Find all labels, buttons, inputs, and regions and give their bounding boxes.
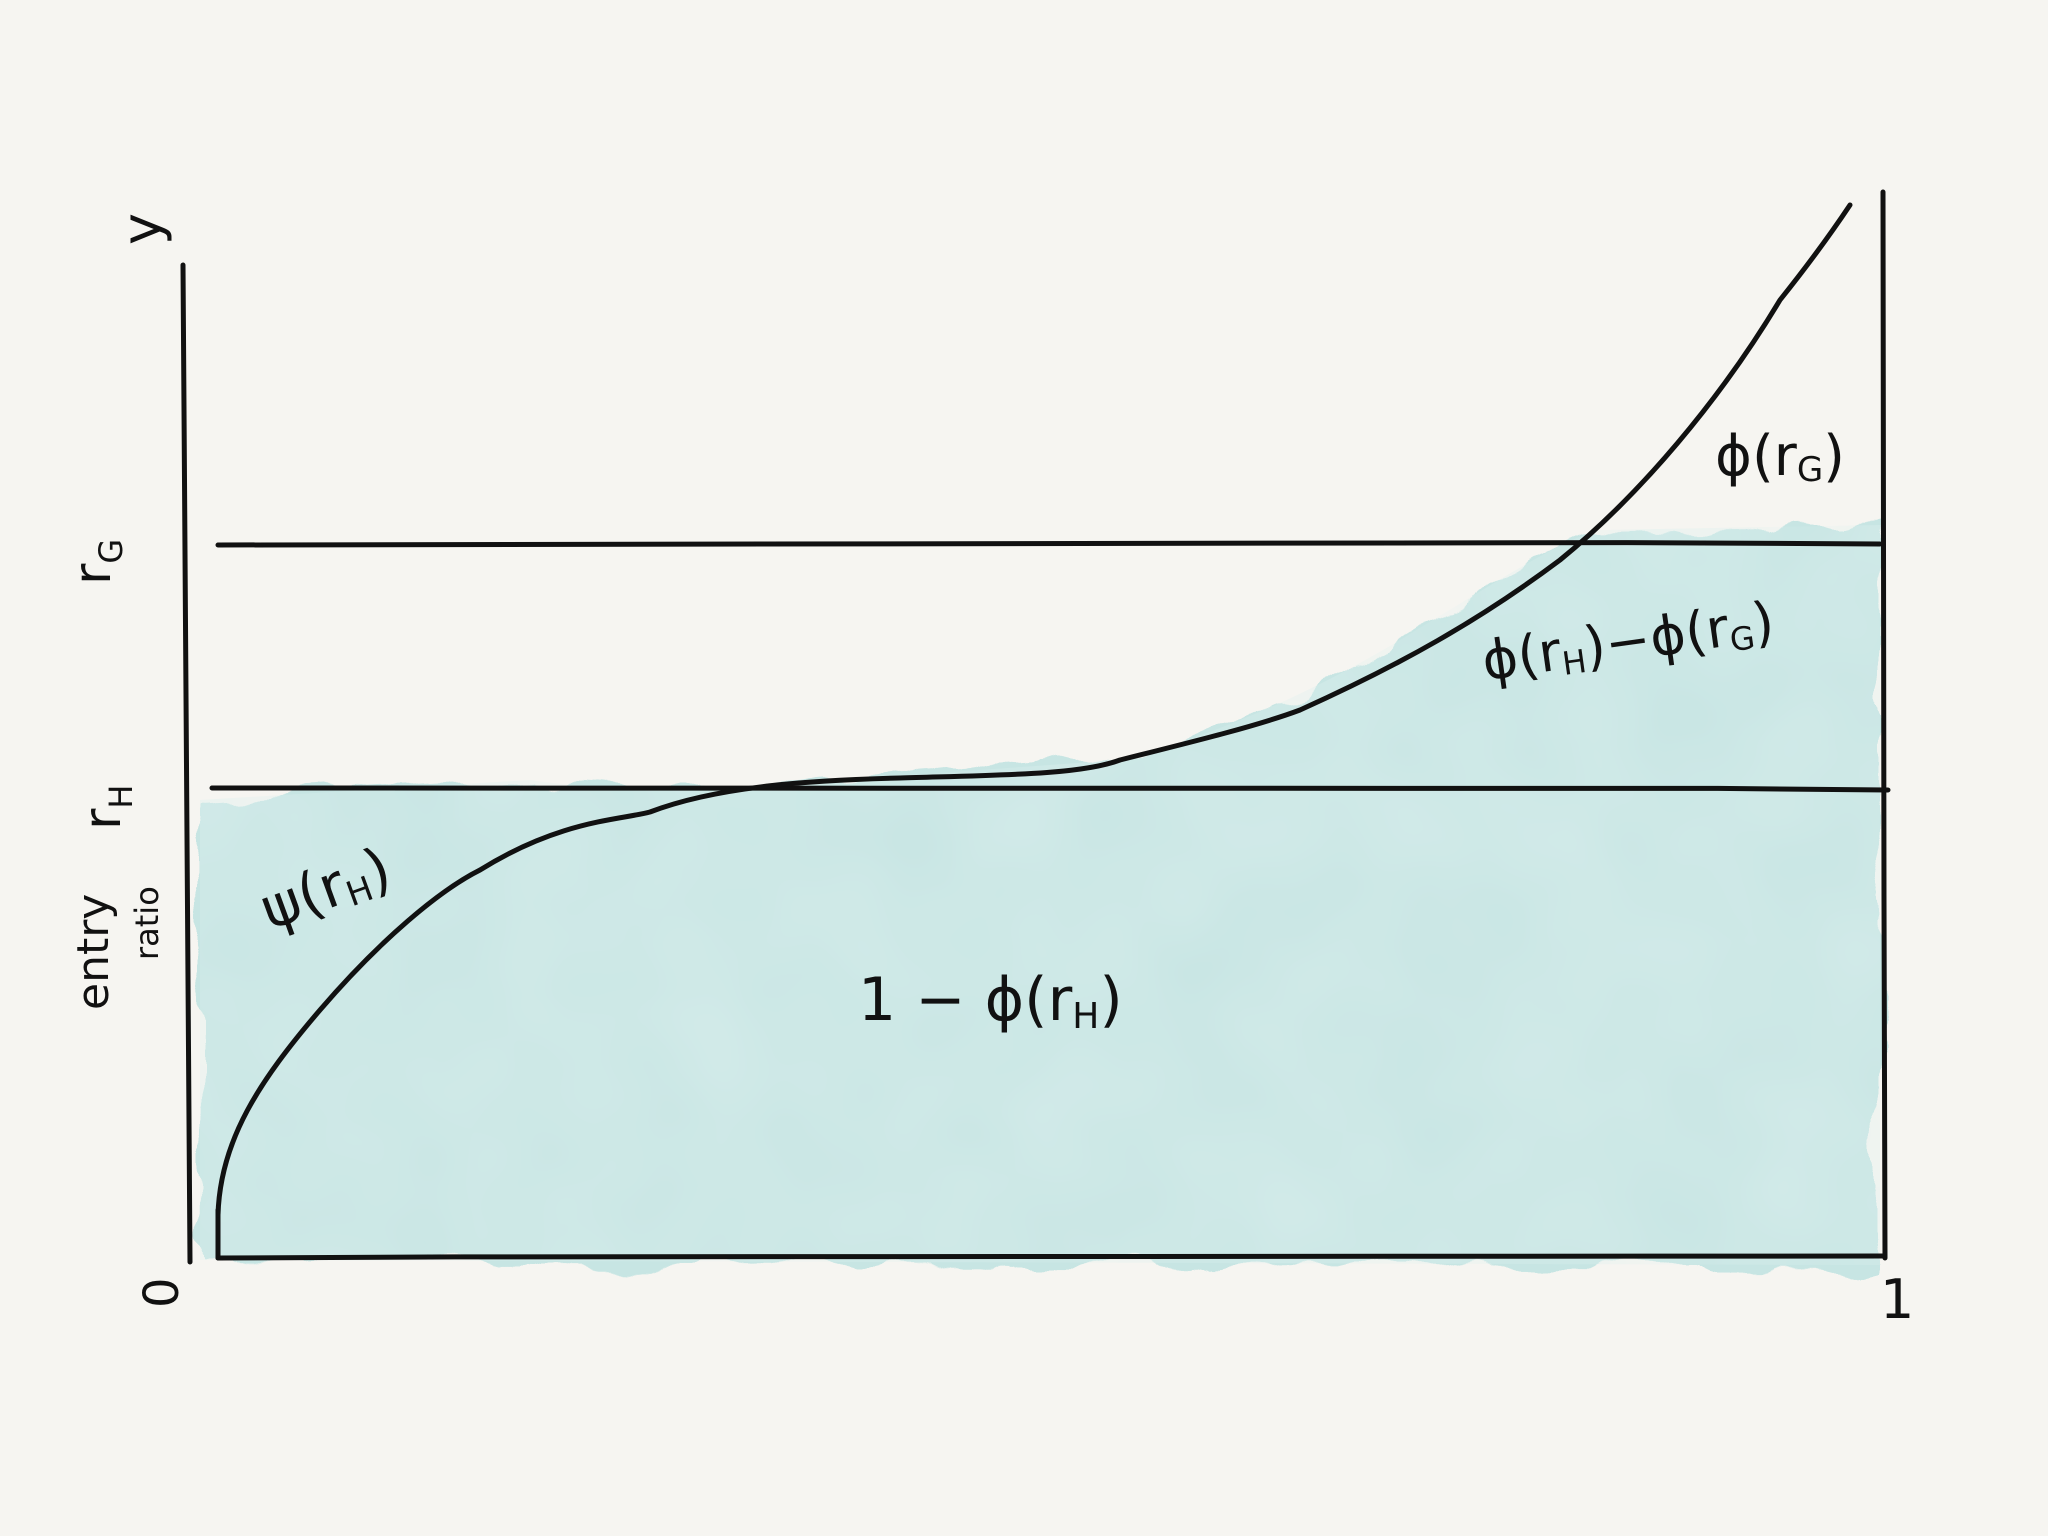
- rg-level-line: [215, 538, 1883, 548]
- rh-subscript: H: [102, 785, 140, 809]
- rg-subscript: G: [92, 539, 130, 564]
- rh-level-label: rH: [73, 785, 140, 830]
- rh-level-line: [209, 782, 1891, 793]
- y-axis-side-label-1: entry: [68, 894, 119, 1010]
- rh-letter: r: [73, 808, 133, 830]
- svg-text:rH: rH: [73, 785, 140, 830]
- region-bottom-label: 1 − ϕ(rH): [858, 965, 1123, 1037]
- y-axis-side-label-2: ratio: [128, 886, 166, 960]
- y-axis-line: [180, 262, 193, 1265]
- x-axis-end-label: 1: [1880, 1268, 1914, 1331]
- distribution-curve: [215, 202, 1853, 1218]
- y-axis-top-label: y: [110, 213, 173, 245]
- x-axis-origin-label: 0: [134, 1277, 190, 1308]
- x-axis-line: [215, 1252, 1888, 1261]
- right-boundary-line: [1880, 189, 1888, 1261]
- region-top-label: ϕ(rG): [1715, 424, 1845, 490]
- rg-level-label: rG: [63, 539, 130, 585]
- rg-letter: r: [63, 563, 123, 585]
- svg-text:rG: rG: [63, 539, 130, 585]
